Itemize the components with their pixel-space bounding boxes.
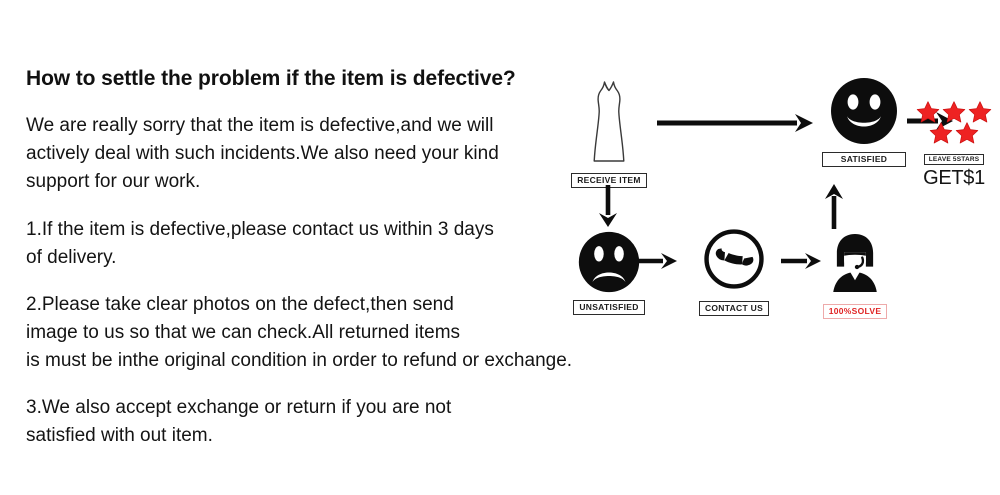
unsatisfied-label: UNSATISFIED (573, 300, 645, 315)
policy-paragraph-intro: We are really sorry that the item is def… (26, 115, 499, 193)
flow-node-solve: 100%SOLVE (800, 232, 910, 319)
star-icon (955, 122, 979, 144)
smiley-face-icon (831, 78, 897, 144)
return-process-flow-diagram: RECEIVE ITEM SATISFIED (548, 62, 1000, 362)
flow-node-contact-us: CONTACT US (678, 228, 790, 316)
flow-node-unsatisfied-caption: UNSATISFIED (552, 297, 666, 315)
sad-face-icon (578, 231, 640, 293)
flow-node-unsatisfied: UNSATISFIED (552, 230, 666, 315)
contact-us-label: CONTACT US (698, 301, 770, 316)
page-title: How to settle the problem if the item is… (26, 67, 516, 90)
star-icon (916, 101, 940, 123)
flow-node-receive-item: RECEIVE ITEM (556, 78, 662, 188)
get-price-text: GET$1 (923, 167, 985, 189)
policy-text-column: How to settle the problem if the item is… (26, 66, 666, 450)
star-row-top (912, 100, 996, 125)
arrow-receive-to-unsatisfied (599, 185, 617, 227)
star-icon (942, 101, 966, 123)
star-icon (968, 101, 992, 123)
star-icon (929, 122, 953, 144)
leave-5stars-label: LEAVE 5STARS (923, 153, 985, 166)
arrow-contact-to-solve (781, 253, 821, 269)
flow-node-satisfied: SATISFIED (806, 76, 922, 167)
flow-node-reward-caption: LEAVE 5STARS (912, 148, 996, 166)
policy-paragraph-2: 2.Please take clear photos on the defect… (26, 293, 573, 372)
solve-label: 100%SOLVE (822, 304, 888, 319)
flow-node-solve-caption: 100%SOLVE (800, 301, 910, 319)
support-agent-icon (833, 234, 877, 292)
star-row-bottom (912, 121, 996, 146)
arrow-unsatisfied-to-contact (637, 253, 677, 269)
phone-in-circle-icon (704, 229, 764, 289)
flow-node-contact-us-caption: CONTACT US (678, 298, 790, 316)
arrow-solve-to-satisfied (825, 184, 843, 229)
satisfied-label: SATISFIED (822, 152, 906, 167)
dress-icon (593, 81, 625, 162)
policy-paragraph-3: 3.We also accept exchange or return if y… (26, 397, 452, 447)
flow-node-reward: LEAVE 5STARS GET$1 (912, 100, 1000, 188)
flow-node-satisfied-caption: SATISFIED (806, 149, 922, 167)
five-stars-icon (912, 100, 996, 146)
arrow-receive-to-satisfied (657, 114, 813, 132)
policy-paragraph-1: 1.If the item is defective,please contac… (26, 218, 494, 268)
